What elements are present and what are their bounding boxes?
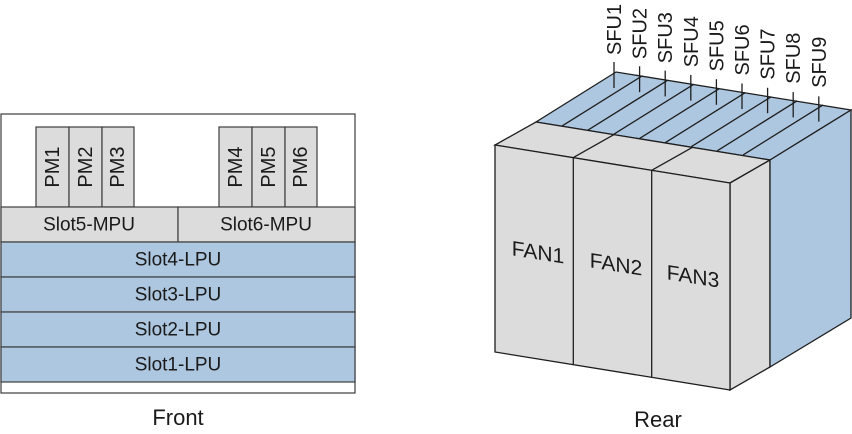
front-view: PM1 PM2 PM3 PM4 PM5 PM6 Slot5-MPU Slot6-…	[0, 113, 356, 430]
power-module-group-left: PM1 PM2 PM3	[35, 126, 135, 208]
rear-caption: Rear	[634, 407, 682, 432]
sfu2-label: SFU2	[630, 8, 652, 59]
power-module-group-right: PM4 PM5 PM6	[218, 126, 318, 208]
power-module-pm5	[251, 126, 286, 208]
pm1-label: PM1	[42, 146, 64, 187]
sfu-divider	[716, 100, 798, 152]
sfu9-label: SFU9	[809, 37, 831, 88]
sfu-divider	[665, 92, 746, 144]
slot3-lpu	[0, 276, 356, 313]
slot5-mpu-label: Slot5-MPU	[43, 215, 135, 236]
rear-view: FAN1 FAN2 FAN3 SFU1 SFU2 SFU3 SFU4 SFU5 …	[493, 4, 852, 432]
slot4-lpu-label: Slot4-LPU	[135, 250, 222, 271]
sfu5-label: SFU5	[706, 20, 728, 71]
side-panel-blue	[769, 108, 852, 369]
fan-top-divider	[572, 134, 615, 159]
sfu-divider	[639, 87, 720, 139]
pm3-label: PM3	[107, 146, 129, 187]
slot3-lpu-label: Slot3-LPU	[135, 285, 222, 306]
slot1-lpu-label: Slot1-LPU	[135, 355, 222, 376]
front-caption: Front	[152, 405, 203, 430]
slot5-mpu	[0, 206, 179, 243]
power-module-pm3	[101, 126, 135, 208]
slot2-lpu-label: Slot2-LPU	[135, 320, 222, 341]
sfu-divider	[561, 75, 643, 127]
side-panel-grey	[729, 158, 771, 392]
pm4-label: PM4	[225, 146, 247, 187]
sfu-labels: SFU1 SFU2 SFU3 SFU4 SFU5 SFU6 SFU7 SFU8 …	[604, 4, 831, 88]
sfu1-label: SFU1	[604, 4, 626, 55]
slot2-lpu	[0, 311, 356, 348]
pm6-label: PM6	[290, 146, 312, 187]
sfu8-label: SFU8	[783, 33, 805, 84]
sfu-slot-dividers	[561, 75, 824, 156]
sfu-divider	[613, 83, 695, 135]
sfu-divider	[690, 96, 772, 148]
fan-top-divider	[651, 146, 693, 171]
sfu-divider	[587, 79, 669, 131]
slot6-mpu-label: Slot6-MPU	[220, 215, 312, 236]
sfu7-label: SFU7	[758, 28, 780, 79]
pm2-label: PM2	[75, 146, 97, 187]
pm5-label: PM5	[258, 146, 280, 187]
sfu3-label: SFU3	[655, 12, 677, 63]
power-module-pm1	[35, 126, 70, 208]
sfu-callout-ticks	[613, 62, 820, 122]
slot4-lpu	[0, 241, 356, 278]
sfu6-label: SFU6	[732, 24, 754, 75]
sfu4-label: SFU4	[681, 16, 703, 67]
sfu-divider	[742, 104, 824, 156]
slot1-lpu	[0, 346, 356, 383]
